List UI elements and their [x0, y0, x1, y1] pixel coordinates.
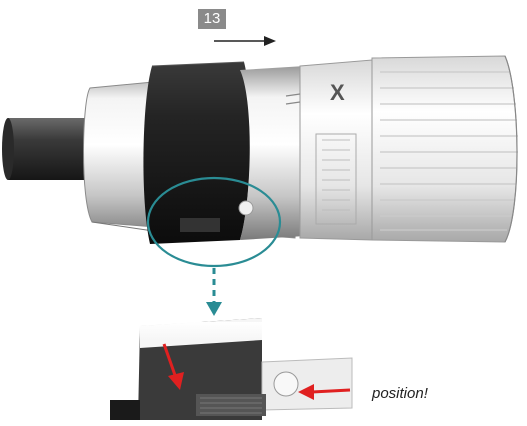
coupling-body [180, 66, 305, 240]
ribbed-nut [371, 55, 518, 243]
callout-label: position! [372, 385, 428, 402]
highlight-ring [146, 176, 282, 268]
dashed-leader-arrow-icon [206, 268, 222, 316]
red-indicator-arrow-icon [162, 343, 351, 400]
locking-sleeve [143, 61, 251, 244]
brand-mark: X [330, 80, 345, 105]
step-number-badge: 13 [198, 9, 226, 29]
zoom-detail [110, 318, 353, 420]
direction-arrow-icon [214, 36, 276, 46]
locking-pin-detail [273, 371, 299, 397]
cable [2, 118, 90, 180]
locking-pin [238, 200, 254, 216]
latch-slot [180, 218, 220, 232]
